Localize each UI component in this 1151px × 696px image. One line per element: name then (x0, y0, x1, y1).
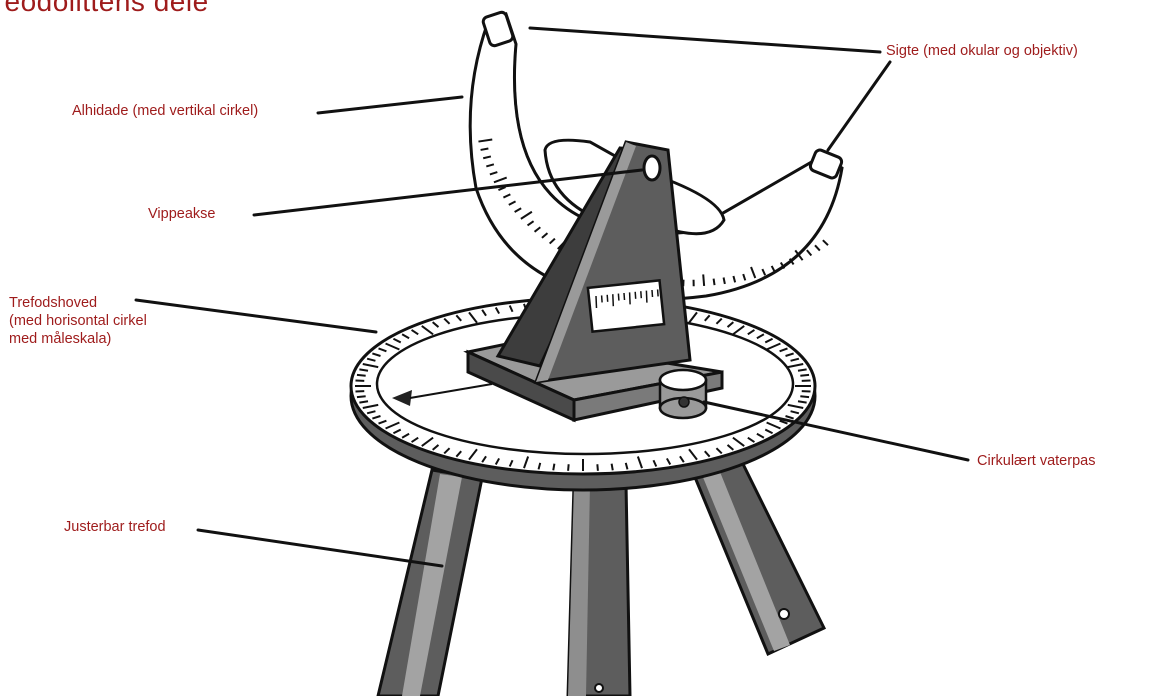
scale-tick (798, 401, 807, 402)
scale-tick (635, 292, 636, 299)
scale-tick (703, 274, 704, 285)
scale-tick (612, 464, 613, 471)
scale-tick (553, 464, 554, 471)
label-alhidade: Alhidade (med vertikal cirkel) (72, 102, 258, 120)
scale-tick (624, 293, 625, 300)
circular-level-bubble (679, 397, 689, 407)
scale-tick (602, 295, 603, 302)
scale-tick (359, 401, 368, 402)
scale-tick (658, 289, 659, 296)
leader-alhidade (318, 97, 462, 113)
leader-sigte-right (828, 62, 890, 150)
scale-tick (641, 291, 642, 298)
scale-tick (618, 294, 619, 301)
reading-window (588, 280, 664, 331)
scale-tick (646, 291, 647, 303)
tilt-axis-hole (644, 156, 660, 180)
scale-tick (714, 279, 715, 286)
circular-level (660, 370, 706, 418)
scale-tick (607, 295, 608, 302)
circular-level-top (660, 370, 706, 390)
label-vaterpas: Cirkulært vaterpas (977, 452, 1095, 470)
scale-tick (724, 277, 725, 283)
leader-trefodshoved (136, 300, 376, 332)
leader-sigte-top (530, 28, 880, 52)
scale-tick (597, 464, 598, 471)
label-vippeakse: Vippeakse (148, 205, 215, 223)
label-trefodshoved: Trefodshoved (med horisontal cirkel med … (9, 294, 147, 348)
label-trefod: Justerbar trefod (64, 518, 166, 536)
label-trefodshoved-line: (med horisontal cirkel (9, 312, 147, 330)
label-sigte: Sigte (med okular og objektiv) (886, 42, 1078, 60)
scale-tick (568, 464, 569, 471)
scale-tick (596, 296, 597, 308)
scale-tick (630, 292, 631, 304)
scale-tick (357, 396, 366, 397)
scale-tick (800, 396, 809, 397)
leg-screw (779, 609, 789, 619)
tripod-legs (378, 462, 824, 696)
label-trefodshoved-line: med måleskala) (9, 330, 147, 348)
scale-tick (652, 290, 653, 297)
leader-trefod (198, 530, 442, 566)
scale-tick (359, 369, 368, 370)
scale-tick (613, 294, 614, 306)
scale-tick (807, 250, 812, 255)
scale-tick (798, 369, 807, 370)
scale-tick (800, 375, 809, 376)
scale-tick (815, 245, 820, 250)
scale-tick (357, 375, 366, 376)
scale-tick (823, 240, 828, 245)
label-trefodshoved-line: Trefodshoved (9, 294, 147, 312)
leg-screw (595, 684, 603, 692)
